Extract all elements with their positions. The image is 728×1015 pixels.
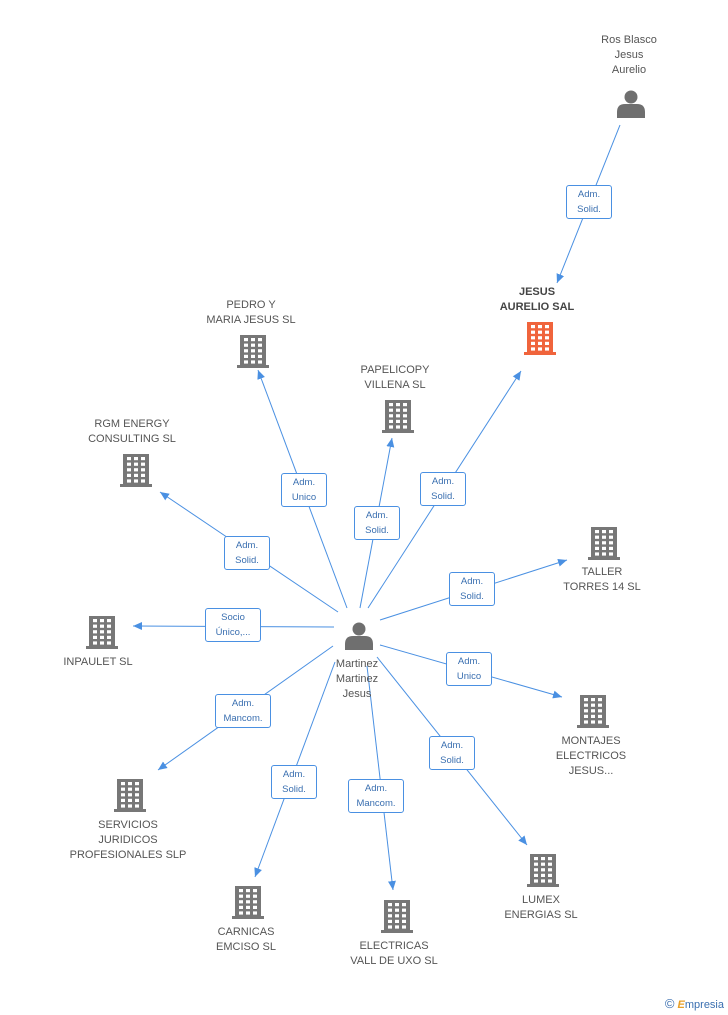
electricas-building-icon[interactable] <box>381 900 413 933</box>
node-label-papelicopy[interactable]: PAPELICOPY VILLENA SL <box>360 364 430 391</box>
edge-electricas <box>366 665 396 891</box>
lumex-building-icon[interactable] <box>527 854 559 887</box>
node-label-carnicas[interactable]: CARNICAS EMCISO SL <box>216 926 276 953</box>
copyright-icon: © <box>664 996 675 1011</box>
montajes-building-icon[interactable] <box>577 695 609 728</box>
node-label-center-person[interactable]: Martinez Martinez Jesus <box>335 658 379 700</box>
node-label-servicios[interactable]: SERVICIOS JURIDICOS PROFESIONALES SLP <box>69 819 187 861</box>
brand-logo-text: mpresia <box>684 999 724 1011</box>
node-label-montajes[interactable]: MONTAJES ELECTRICOS JESUS... <box>555 735 627 777</box>
node-label-pedro-y-maria-jesus[interactable]: PEDRO Y MARIA JESUS SL <box>206 299 296 326</box>
carnicas-building-icon[interactable] <box>232 886 264 919</box>
edge-label-electricas[interactable]: Adm. Mancom. <box>348 779 404 813</box>
edge-label-jesus-aurelio[interactable]: Adm. Solid. <box>420 472 466 506</box>
rgm-energy-building-icon[interactable] <box>120 454 152 487</box>
node-label-jesus-aurelio-sal[interactable]: JESUS AURELIO SAL <box>499 286 575 313</box>
ros-blasco-person-icon[interactable] <box>617 90 645 119</box>
edge-label-inpaulet[interactable]: Socio Único,... <box>205 608 261 642</box>
papelicopy-building-icon[interactable] <box>382 400 414 433</box>
node-label-lumex[interactable]: LUMEX ENERGIAS SL <box>504 894 578 921</box>
taller-torres-building-icon[interactable] <box>588 527 620 560</box>
brand-logo-initial: E <box>677 999 685 1011</box>
edge-label-rgm[interactable]: Adm. Solid. <box>224 536 270 570</box>
pedro-y-maria-jesus-building-icon[interactable] <box>237 335 269 368</box>
jesus-aurelio-sal-building-icon[interactable] <box>524 322 556 355</box>
edge-label-taller[interactable]: Adm. Solid. <box>449 572 495 606</box>
servicios-building-icon[interactable] <box>114 779 146 812</box>
center-person-icon[interactable] <box>345 622 373 651</box>
edge-label-carnicas[interactable]: Adm. Solid. <box>271 765 317 799</box>
node-label-taller-torres[interactable]: TALLER TORRES 14 SL <box>563 566 641 593</box>
footer-brand: © Empresia <box>665 996 724 1011</box>
edge-label-lumex[interactable]: Adm. Solid. <box>429 736 475 770</box>
node-label-rgm-energy[interactable]: RGM ENERGY CONSULTING SL <box>88 418 176 445</box>
edge-label-pedro[interactable]: Adm. Unico <box>281 473 327 507</box>
edge-label-montajes[interactable]: Adm. Unico <box>446 652 492 686</box>
inpaulet-building-icon[interactable] <box>86 616 118 649</box>
node-label-ros-blasco[interactable]: Ros Blasco Jesus Aurelio <box>601 34 657 76</box>
edge-label-servicios[interactable]: Adm. Mancom. <box>215 694 271 728</box>
edge-label-ros-to-jesus-aurelio[interactable]: Adm. Solid. <box>566 185 612 219</box>
edge-label-papelicopy[interactable]: Adm. Solid. <box>354 506 400 540</box>
node-label-inpaulet[interactable]: INPAULET SL <box>63 656 133 668</box>
node-label-electricas[interactable]: ELECTRICAS VALL DE UXO SL <box>350 940 438 967</box>
